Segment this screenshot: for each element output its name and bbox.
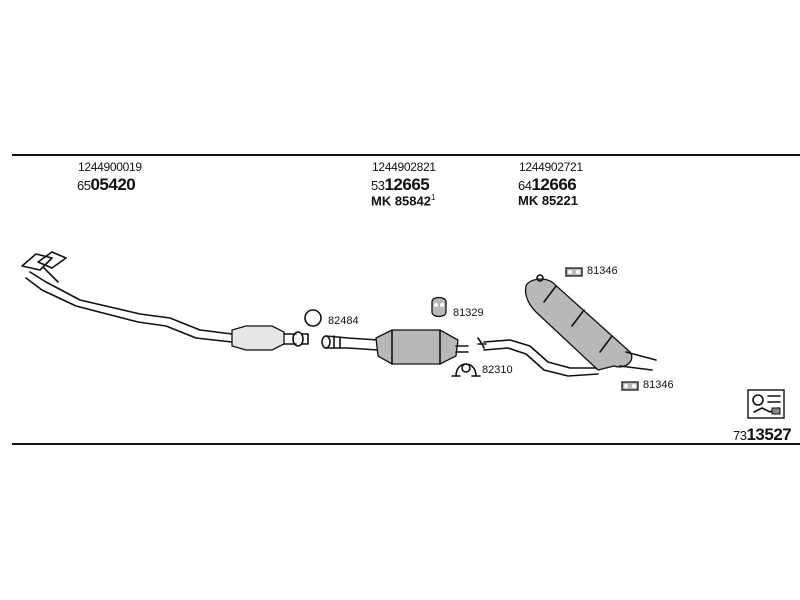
part-code-prefix: 73 (733, 428, 747, 443)
oe-number-front-pipe: 1244900019 (78, 160, 142, 174)
part-code-prefix: 64 (518, 178, 532, 193)
part-number-o-ring: 82484 (328, 315, 359, 327)
part-code-prefix: 65 (77, 178, 91, 193)
mk-number-rear-silencer: MK 85221 (518, 193, 578, 208)
part-number-rubber-mount: 81329 (453, 307, 484, 319)
part-number-hanger-bottom: 81346 (643, 379, 674, 391)
pipe-clamp-icon (451, 363, 481, 377)
part-number-pipe-clamp: 82310 (482, 364, 513, 376)
top-divider-line (12, 154, 800, 156)
front-pipe-icon (21, 251, 309, 351)
bottom-divider-line (12, 443, 800, 445)
mk-text: MK 85842 (371, 193, 431, 209)
kit-code: 7313527 (733, 425, 792, 444)
part-number-hanger-top: 81346 (587, 265, 618, 277)
o-ring-icon (304, 309, 322, 327)
rubber-hanger-icon (565, 267, 583, 277)
mounting-kit-icon (747, 389, 785, 419)
rear-silencer-icon (524, 274, 657, 371)
part-code-prefix: 53 (371, 178, 385, 193)
oe-number-rear-silencer: 1244902721 (519, 160, 583, 174)
part-code-rear-silencer: 6412666 (518, 175, 577, 194)
part-code-main: 05420 (90, 175, 136, 194)
part-code-middle-silencer: 5312665 (371, 175, 430, 194)
part-code-front-pipe: 6505420 (77, 175, 136, 194)
middle-silencer-icon (321, 329, 469, 365)
intermediate-pipe-icon (477, 337, 599, 377)
part-code-main: 12665 (384, 175, 430, 194)
rubber-hanger-icon (621, 381, 639, 391)
mk-number-middle-silencer: MK 858421 (371, 193, 436, 209)
part-code-main: 13527 (746, 425, 792, 444)
oe-number-middle-silencer: 1244902821 (372, 160, 436, 174)
mk-footnote: 1 (430, 193, 436, 202)
part-code-main: 12666 (531, 175, 577, 194)
rubber-mount-icon (431, 296, 447, 318)
